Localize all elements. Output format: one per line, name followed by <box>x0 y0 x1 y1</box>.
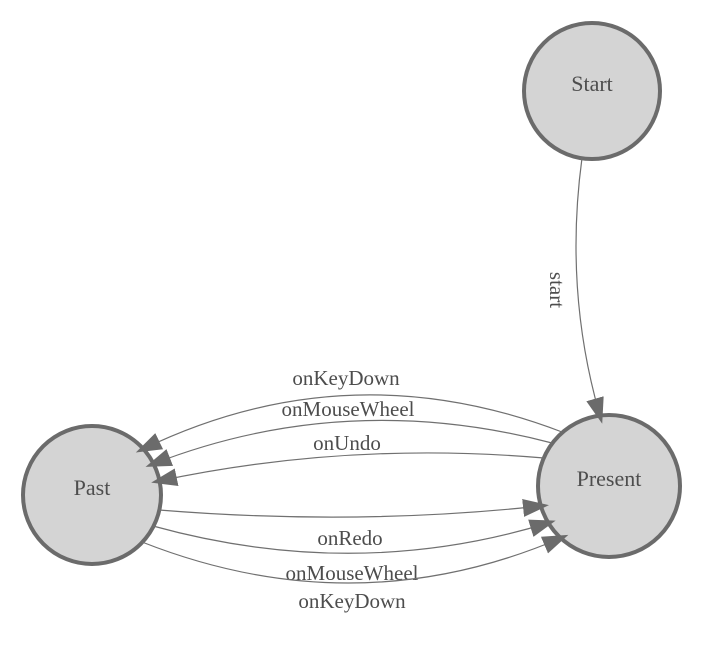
edge-onredo-to-present <box>158 498 549 518</box>
edge-onkeydown-to-present <box>141 534 569 584</box>
edge-onmousewheel-to-present <box>152 519 556 554</box>
node-label-present: Present <box>577 466 642 491</box>
node-present <box>536 413 682 559</box>
edge-label-onmousewheel-to-past: onMouseWheel <box>282 397 415 421</box>
node-label-past: Past <box>74 475 111 500</box>
edges-layer: start onKeyDown onMouseWheel onUndo onRedo on… <box>135 157 604 613</box>
edge-onundo-to-past <box>151 452 545 487</box>
edge-onmousewheel-to-past <box>145 419 553 467</box>
node-label-start: Start <box>571 71 613 96</box>
edge-onkeydown-to-past <box>135 394 563 453</box>
node-start <box>522 21 662 161</box>
edge-start-to-present <box>575 157 604 424</box>
node-past <box>21 424 163 566</box>
edge-label-onkeydown-to-past: onKeyDown <box>292 366 400 390</box>
edge-label-start-to-present: start <box>545 272 569 308</box>
edge-label-onundo-to-past: onUndo <box>313 431 381 455</box>
edge-label-onkeydown-to-present: onKeyDown <box>298 589 406 613</box>
edge-label-onredo-to-present: onRedo <box>317 526 382 550</box>
